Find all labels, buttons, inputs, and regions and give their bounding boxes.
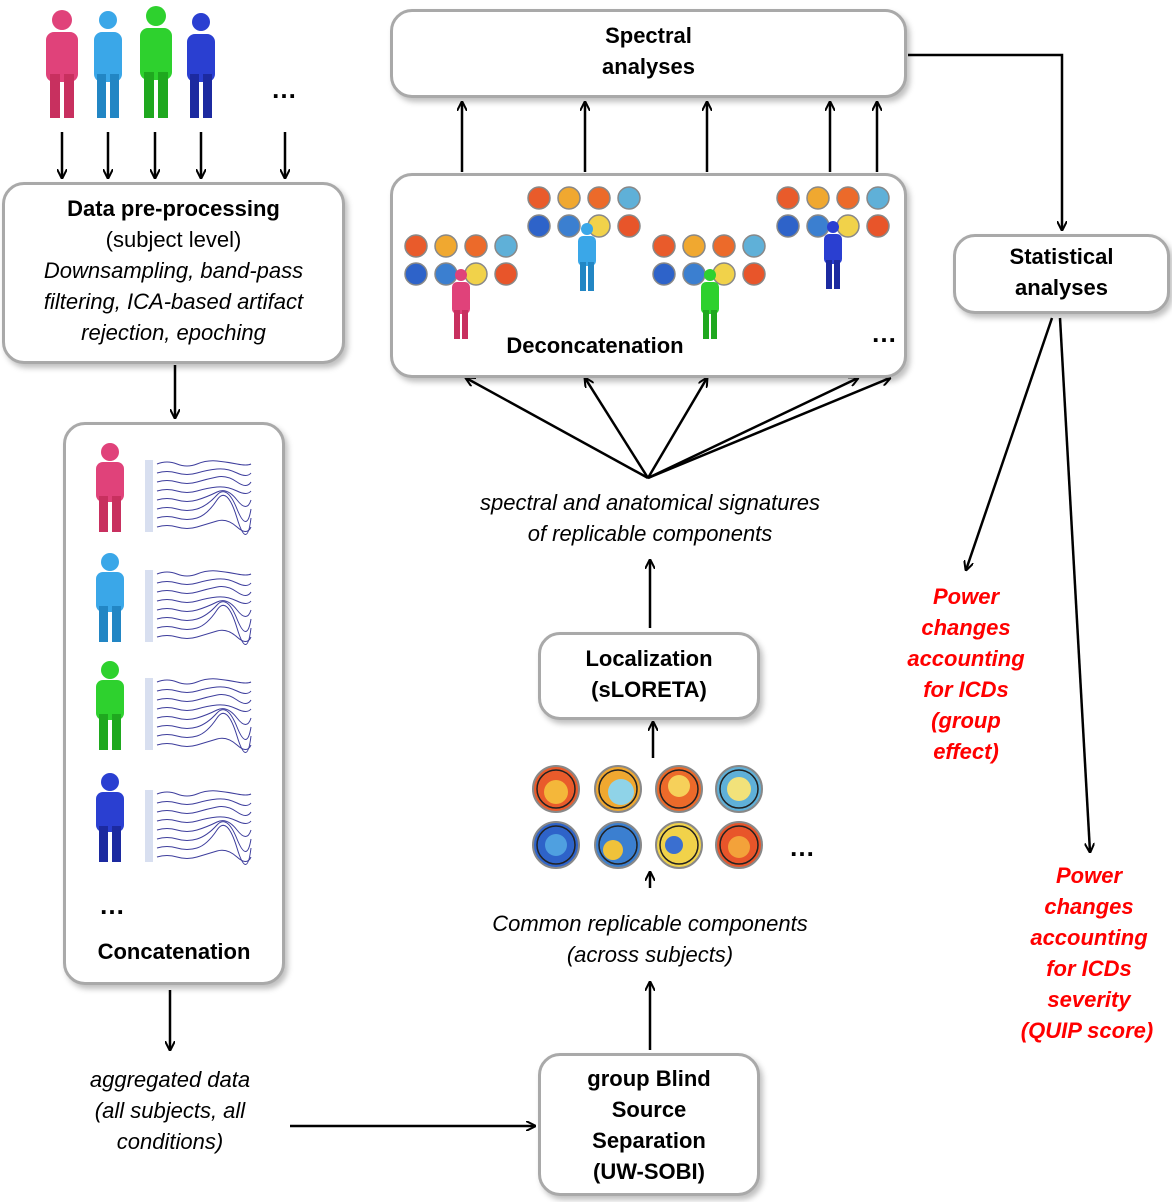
- signatures-line1: spectral and anatomical signatures: [480, 490, 820, 515]
- arrow-fan-1: [466, 378, 649, 480]
- deconcat-subject-darkblue-icon: [824, 221, 842, 289]
- result-group-l3: accounting: [907, 646, 1025, 671]
- preprocessing-steps-line1: Downsampling, band-pass: [43, 258, 304, 283]
- arrow-statistical-severity: [1058, 317, 1090, 852]
- common-line2: (across subjects): [566, 942, 734, 967]
- concat-subject-green-icon: [96, 661, 124, 750]
- arrow-fan-5: [647, 378, 890, 480]
- arrow-fan-4: [647, 378, 858, 480]
- localization-line2: (sLORETA): [591, 677, 707, 702]
- subject-pink-icon: [46, 10, 78, 118]
- statistical-line1: Statistical: [1009, 244, 1114, 269]
- topomap-7-icon: [655, 821, 703, 869]
- concat-subject-lightblue-icon: [96, 553, 124, 642]
- bss-line1: group Blind: [587, 1066, 711, 1091]
- deconcat-topomaps-lightblue: [527, 186, 641, 238]
- preprocessing-steps-line2: filtering, ICA-based artifact: [43, 289, 304, 314]
- result-severity-l2: changes: [1044, 894, 1134, 919]
- result-group-l5: (group: [931, 708, 1001, 733]
- preprocessing-steps-line3: rejection, epoching: [81, 320, 266, 345]
- topomap-1-icon: [532, 765, 580, 813]
- eeg-traces-pink: [145, 460, 252, 535]
- concatenation-ellipsis: …: [99, 890, 125, 920]
- concat-subject-darkblue-icon: [96, 773, 124, 862]
- deconcat-subject-pink-icon: [452, 269, 470, 339]
- deconcat-topomaps-pink: [404, 234, 518, 286]
- topomap-8-icon: [715, 821, 763, 869]
- topomap-3-icon: [655, 765, 703, 813]
- localization-line1: Localization: [585, 646, 713, 671]
- common-line1: Common replicable components: [492, 911, 808, 936]
- statistical-analyses-box: [953, 234, 1170, 314]
- arrow-spectral-statistical: [908, 53, 1062, 230]
- topomap-2-icon: [594, 765, 642, 813]
- subject-green-icon: [140, 6, 172, 118]
- bss-box: [538, 1053, 760, 1196]
- deconcatenation-label: Deconcatenation: [506, 333, 684, 358]
- aggregated-line3: conditions): [116, 1129, 224, 1154]
- arrow-statistical-group: [966, 317, 1054, 570]
- concatenation-label: Concatenation: [97, 939, 251, 964]
- arrow-fan-2: [585, 378, 650, 479]
- aggregated-line1: aggregated data: [89, 1067, 251, 1092]
- preprocessing-title: Data pre-processing: [67, 196, 280, 221]
- result-severity-l4: for ICDs: [1046, 956, 1132, 981]
- preprocessing-level: (subject level): [105, 227, 242, 252]
- result-severity-l3: accounting: [1030, 925, 1148, 950]
- topomap-5-icon: [532, 821, 580, 869]
- bss-line4: (UW-SOBI): [593, 1159, 705, 1184]
- spectral-analyses-box: [390, 9, 907, 98]
- deconcat-topomaps-darkblue: [776, 186, 890, 238]
- concat-subject-pink-icon: [96, 443, 124, 532]
- eeg-traces-darkblue: [145, 790, 252, 865]
- statistical-line2: analyses: [1015, 275, 1108, 300]
- topomap-6-icon: [594, 821, 642, 869]
- result-severity-l5: severity: [1047, 987, 1131, 1012]
- result-group-l2: changes: [921, 615, 1011, 640]
- subject-darkblue-icon: [187, 13, 215, 118]
- spectral-line2: analyses: [602, 54, 695, 79]
- localization-box: [538, 632, 760, 720]
- subject-lightblue-icon: [94, 11, 122, 118]
- spectral-line1: Spectral: [605, 23, 692, 48]
- result-group-l6: effect): [933, 739, 999, 764]
- arrow-fan-3: [646, 378, 707, 479]
- deconcatenation-ellipsis: …: [871, 318, 897, 348]
- preprocessing-box: [2, 182, 345, 364]
- topomap-4-icon: [715, 765, 763, 813]
- eeg-traces-lightblue: [145, 570, 252, 645]
- bss-line3: Separation: [592, 1128, 706, 1153]
- bss-line2: Source: [611, 1097, 687, 1122]
- result-group-l1: Power: [932, 584, 1000, 609]
- deconcat-subject-lightblue-icon: [578, 223, 596, 291]
- result-severity-l1: Power: [1055, 863, 1123, 888]
- result-group-l4: for ICDs: [923, 677, 1009, 702]
- components-ellipsis: …: [789, 832, 815, 862]
- subjects-ellipsis: …: [271, 74, 297, 104]
- signatures-line2: of replicable components: [527, 521, 773, 546]
- result-severity-l6: (QUIP score): [1020, 1018, 1154, 1043]
- eeg-traces-green: [145, 678, 252, 753]
- deconcat-subject-green-icon: [701, 269, 719, 339]
- deconcat-topomaps-green: [652, 234, 766, 286]
- aggregated-line2: (all subjects, all: [94, 1098, 246, 1123]
